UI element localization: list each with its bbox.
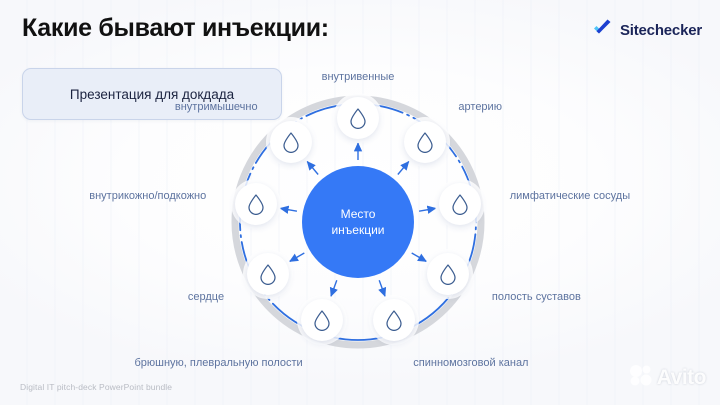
center-line-1: Место: [340, 206, 376, 221]
sitechecker-logo: Sitechecker: [593, 19, 702, 42]
injection-site-label-6: брюшную, плевральную полости: [134, 356, 303, 369]
avito-dots-icon: [629, 364, 653, 391]
injection-site-label-9: внутримышечно: [174, 101, 258, 114]
injection-site-node-9[interactable]: [270, 121, 313, 164]
footer-note: Digital IT pitch-deck PowerPoint bundle: [20, 382, 173, 392]
injection-site-label-8: внутрикожно/подкожно: [89, 189, 207, 202]
page-title: Какие бывают инъекции:: [22, 14, 329, 42]
brand-name: Sitechecker: [619, 22, 702, 39]
injection-site-label-3: лимфатические сосуды: [509, 189, 631, 202]
check-icon: [593, 19, 613, 42]
injection-site-node-7[interactable]: [246, 253, 289, 295]
avito-label: Avito: [656, 365, 707, 389]
injection-site-label-4: полость суставов: [491, 291, 581, 303]
droplet-icon: [450, 193, 470, 215]
center-line-2: инъекции: [331, 223, 385, 237]
injection-site-label-5: спинномозговой канал: [413, 356, 529, 369]
droplet-icon: [246, 193, 266, 215]
injection-site-node-1[interactable]: [337, 97, 379, 139]
injection-site-node-8[interactable]: [234, 182, 277, 225]
avito-watermark: Avito: [629, 364, 707, 391]
injection-site-node-2[interactable]: [403, 121, 446, 164]
center-node: Место инъекции: [302, 166, 414, 278]
presentation-button-label: Презентация для докдада: [69, 86, 235, 102]
droplet-icon: [384, 309, 404, 331]
injection-site-node-6[interactable]: [301, 298, 344, 341]
injection-site-node-4[interactable]: [427, 253, 470, 295]
droplet-icon: [438, 263, 458, 285]
droplet-icon: [312, 309, 332, 331]
injection-site-label-2: артерию: [458, 101, 502, 114]
droplet-icon: [258, 263, 278, 285]
presentation-button[interactable]: Презентация для докдада: [22, 68, 282, 120]
injection-site-node-3[interactable]: [439, 182, 482, 225]
injection-site-node-5[interactable]: [372, 298, 415, 341]
droplet-icon: [348, 107, 368, 129]
droplet-icon: [415, 131, 435, 154]
injection-site-label-7: сердце: [187, 291, 225, 303]
injection-site-label-1: внутривенные: [321, 71, 395, 83]
droplet-icon: [281, 131, 301, 154]
